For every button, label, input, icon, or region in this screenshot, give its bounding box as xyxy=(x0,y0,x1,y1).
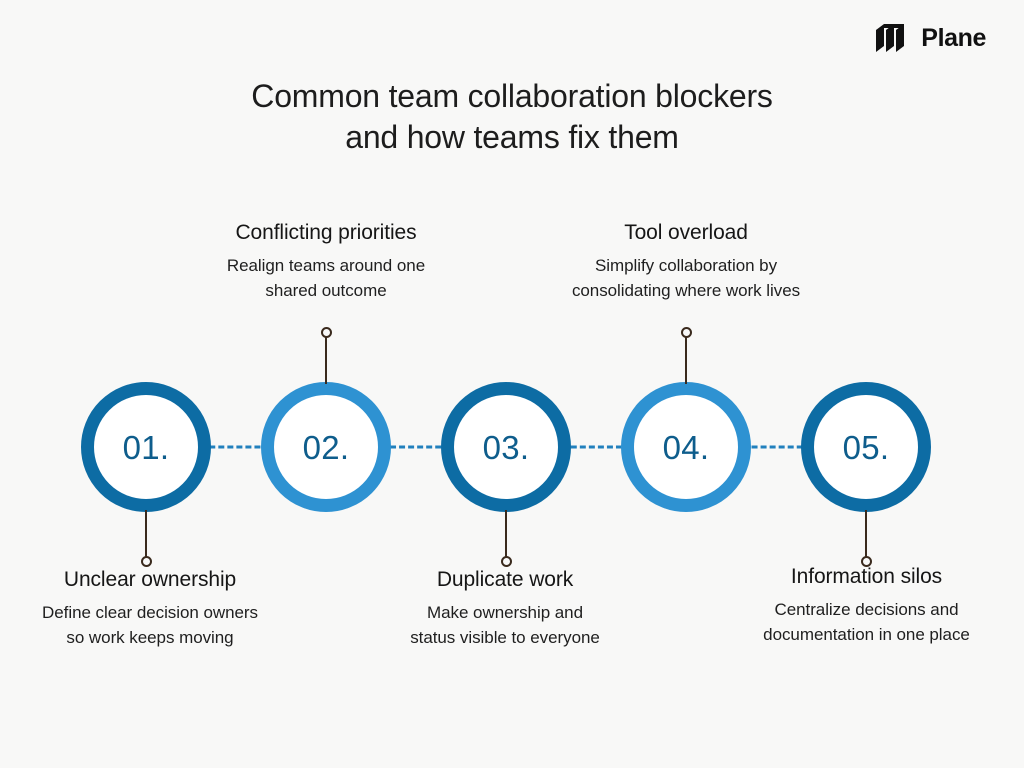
callout-heading-3: Duplicate work xyxy=(436,568,574,591)
callout-3: Duplicate work Make ownership and status… xyxy=(371,566,639,651)
node-number-2: 02. xyxy=(302,428,350,466)
node-circle-5[interactable]: 05. xyxy=(801,382,931,512)
timeline-node-5[interactable]: 05. xyxy=(801,382,931,567)
node-pin-down-5 xyxy=(860,510,872,567)
callout-body-1: Define clear decision owners so work kee… xyxy=(42,603,258,647)
timeline-node-2[interactable]: 02. xyxy=(261,327,391,512)
node-number-5: 05. xyxy=(842,428,890,466)
callout-heading-2: Conflicting priorities xyxy=(235,221,417,244)
callout-1: Unclear ownership Define clear decision … xyxy=(11,566,289,651)
callout-body-2: Realign teams around one shared outcome xyxy=(226,256,426,300)
node-number-4: 04. xyxy=(662,428,710,466)
callout-body-4: Simplify collaboration by consolidating … xyxy=(571,256,801,300)
node-pin-down-3 xyxy=(500,510,512,567)
brand-logo: Plane xyxy=(876,24,986,52)
timeline-node-3[interactable]: 03. xyxy=(441,382,571,567)
node-number-3: 03. xyxy=(482,428,530,466)
pin-ring-icon xyxy=(320,327,332,338)
callout-heading-1: Unclear ownership xyxy=(63,568,237,591)
callout-body-5: Centralize decisions and documentation i… xyxy=(763,600,970,644)
pin-ring-icon xyxy=(140,556,152,567)
callout-2: Conflicting priorities Realign teams aro… xyxy=(186,219,466,304)
pin-ring-icon xyxy=(500,556,512,567)
page-title: Common team collaboration blockers and h… xyxy=(251,78,773,155)
callout-heading-4: Tool overload xyxy=(624,221,748,244)
timeline-node-1[interactable]: 01. xyxy=(81,382,211,567)
node-pin-up-4 xyxy=(680,327,692,384)
node-number-1: 01. xyxy=(122,428,170,466)
plane-logo-icon xyxy=(876,24,905,52)
node-circle-4[interactable]: 04. xyxy=(621,382,751,512)
callout-5: Information silos Centralize decisions a… xyxy=(728,563,1005,648)
pin-ring-icon xyxy=(860,556,872,567)
callout-body-3: Make ownership and status visible to eve… xyxy=(410,603,600,647)
callout-4: Tool overload Simplify collaboration by … xyxy=(536,219,836,304)
timeline-node-4[interactable]: 04. xyxy=(621,327,751,512)
node-pin-up-2 xyxy=(320,327,332,384)
callout-heading-5: Information silos xyxy=(790,565,943,588)
node-circle-2[interactable]: 02. xyxy=(261,382,391,512)
node-circle-1[interactable]: 01. xyxy=(81,382,211,512)
pin-ring-icon xyxy=(680,327,692,338)
brand-name: Plane xyxy=(921,23,986,52)
node-pin-down-1 xyxy=(140,510,152,567)
node-circle-3[interactable]: 03. xyxy=(441,382,571,512)
